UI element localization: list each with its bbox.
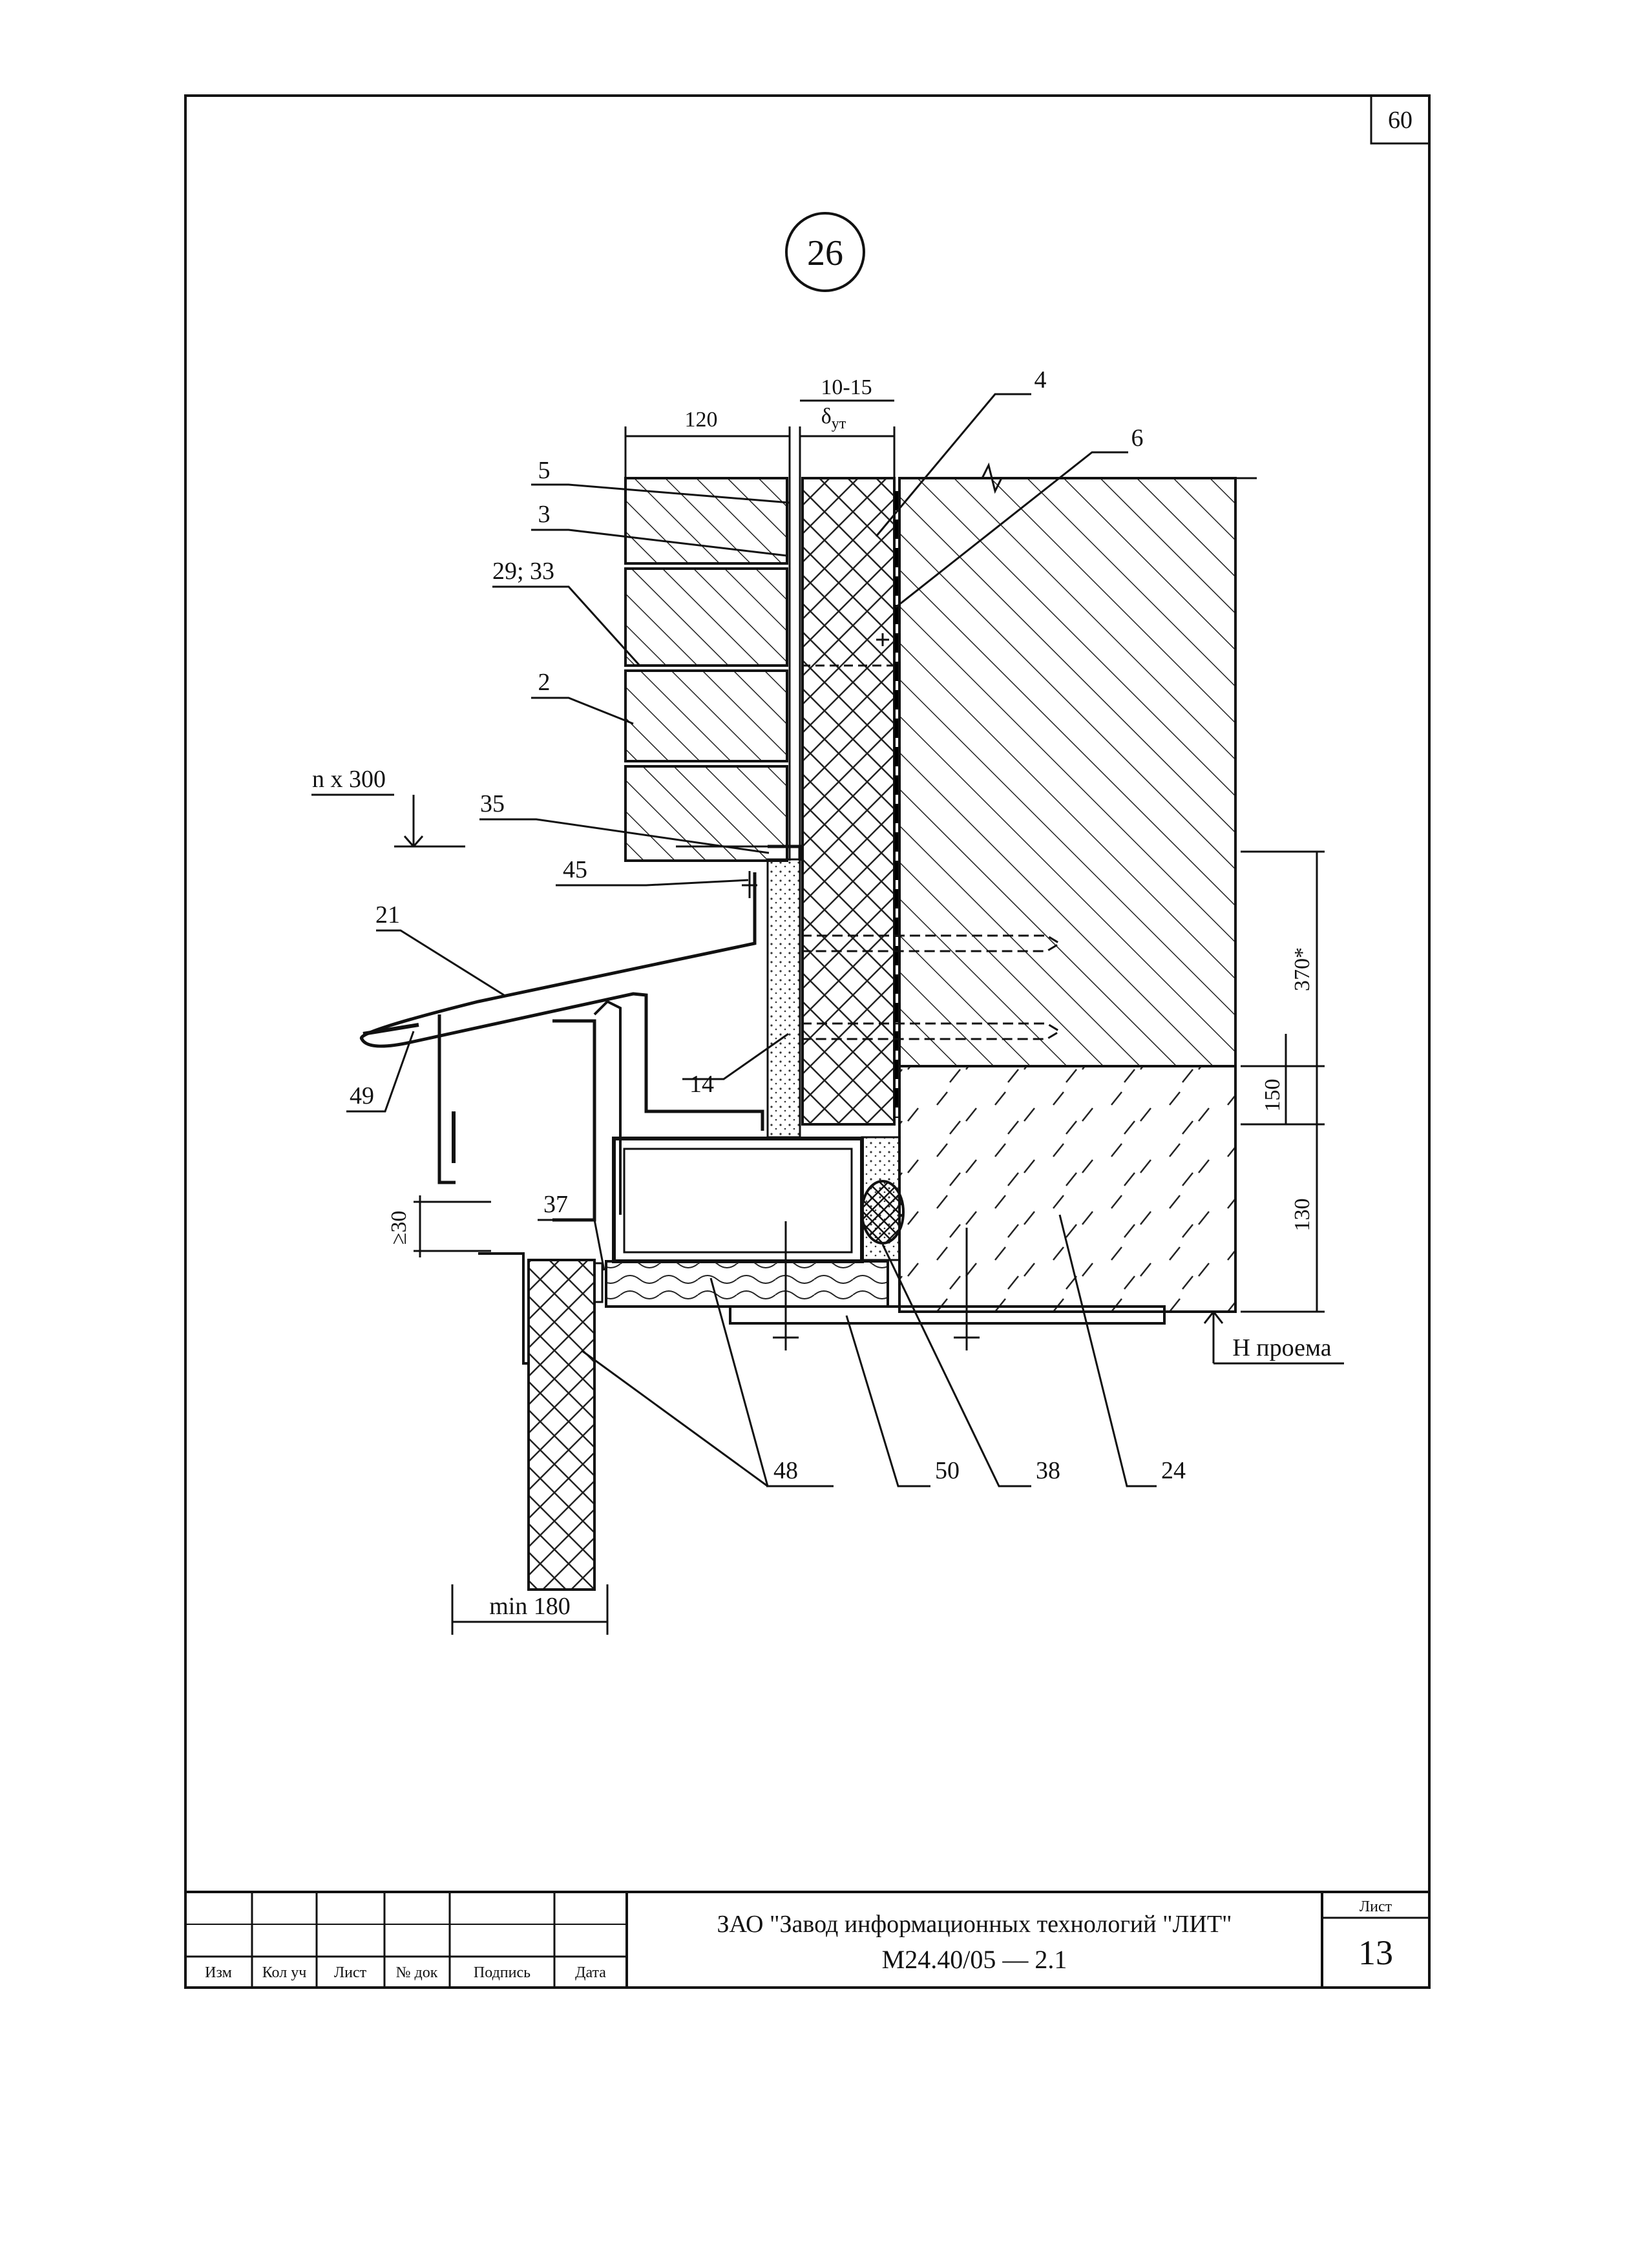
- window-panel: [527, 1259, 596, 1591]
- callout-2: 2: [538, 669, 551, 696]
- dim-step: n x 300: [312, 766, 386, 793]
- support-plate: [729, 1305, 1166, 1325]
- callout-14: 14: [689, 1071, 714, 1098]
- tb-col-date: Дата: [575, 1964, 606, 1981]
- title-block: [185, 1891, 1429, 1988]
- dim-opening: Н проема: [1232, 1334, 1331, 1361]
- callout-29-33: 29; 33: [492, 558, 554, 585]
- callout-5: 5: [538, 457, 551, 484]
- callout-49: 49: [350, 1082, 374, 1109]
- tb-col-izm: Изм: [205, 1964, 232, 1981]
- sealant-strip: [766, 858, 801, 1139]
- insulation-layer: [801, 477, 896, 1126]
- callout-35: 35: [480, 790, 505, 817]
- detail-circle: [785, 212, 865, 292]
- wood-support: [605, 1260, 889, 1308]
- page-number-box: [1370, 94, 1431, 145]
- sealing-cord: [861, 1180, 905, 1244]
- callout-38: 38: [1036, 1457, 1060, 1484]
- callout-6: 6: [1131, 425, 1144, 452]
- sheet-frame: [184, 94, 1431, 1989]
- brick-facing: [624, 477, 788, 862]
- dim-130: 130: [1290, 1199, 1314, 1232]
- tb-col-sign: Подпись: [474, 1964, 530, 1981]
- dim-ge30: ≥30: [387, 1211, 411, 1245]
- dim-gap: 10-15: [821, 375, 872, 399]
- dim-brick: 120: [685, 408, 718, 432]
- window-flashing: [359, 872, 764, 1131]
- dim-insulation: δут: [821, 404, 846, 432]
- callout-4: 4: [1035, 366, 1047, 394]
- lintel-block: [898, 1065, 1237, 1313]
- tb-sheet-number: 13: [1358, 1933, 1393, 1972]
- callout-21: 21: [375, 901, 400, 929]
- callout-48: 48: [773, 1457, 798, 1484]
- anchors: [801, 633, 1062, 1040]
- load-bearing-wall: [898, 477, 1237, 1067]
- dimension-lines: [311, 399, 1344, 1635]
- tb-col-doc: № док: [396, 1964, 438, 1981]
- dim-150: 150: [1261, 1079, 1285, 1112]
- callout-37: 37: [543, 1191, 568, 1218]
- callout-50: 50: [935, 1457, 960, 1484]
- tb-document-code: М24.40/05 — 2.1: [882, 1945, 1067, 1974]
- dim-insulation-symbol: δ: [821, 404, 832, 428]
- page-number: 60: [1388, 107, 1413, 134]
- dim-370: 370*: [1290, 947, 1314, 991]
- callout-3: 3: [538, 501, 551, 528]
- tb-sheet-label: Лист: [1360, 1898, 1392, 1915]
- tb-col-kol: Кол уч: [262, 1964, 307, 1981]
- section-drawing: [359, 462, 1257, 1591]
- tb-col-list: Лист: [334, 1964, 367, 1981]
- dim-insulation-sub: ут: [832, 415, 846, 432]
- window-frame-profile: [552, 1019, 596, 1222]
- detail-number: 26: [807, 233, 843, 273]
- window-box-section: [612, 1137, 864, 1263]
- callout-24: 24: [1161, 1457, 1186, 1484]
- callout-leaders: [346, 393, 1157, 1487]
- dim-min180: min 180: [489, 1593, 571, 1620]
- callout-45: 45: [563, 856, 587, 883]
- tb-organization: ЗАО "Завод информационных технологий "ЛИ…: [717, 1911, 1232, 1938]
